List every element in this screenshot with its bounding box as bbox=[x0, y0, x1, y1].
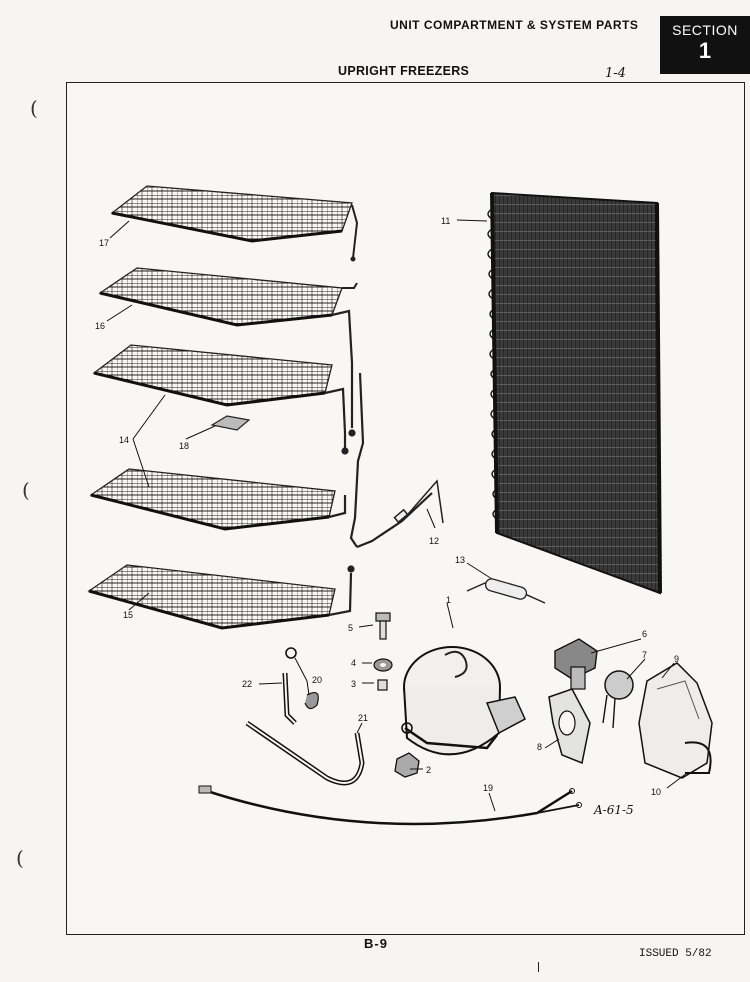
margin-mark-top: ( bbox=[30, 96, 38, 120]
evaporator-shelf-15 bbox=[87, 564, 336, 630]
callout-6: 6 bbox=[642, 629, 647, 639]
callout-21: 21 bbox=[358, 713, 368, 723]
clip-part-18 bbox=[210, 415, 251, 431]
callout-13: 13 bbox=[455, 555, 465, 565]
callout-labels: 17 16 14 18 15 11 12 13 1 5 4 3 2 6 7 9 … bbox=[95, 216, 679, 797]
clamp-20 bbox=[285, 647, 319, 710]
issued-date: ISSUED 5/82 bbox=[639, 948, 712, 960]
cover-clip-10 bbox=[684, 741, 712, 774]
evaporator-shelf-14-lower bbox=[89, 468, 336, 531]
callout-8: 8 bbox=[537, 742, 542, 752]
bolt-5 bbox=[375, 612, 391, 640]
callout-18: 18 bbox=[179, 441, 189, 451]
callout-14: 14 bbox=[119, 435, 129, 445]
callout-19: 19 bbox=[483, 783, 493, 793]
tubing-22 bbox=[282, 672, 297, 725]
terminal-cover-9 bbox=[638, 662, 713, 779]
handwritten-note-top: 1-4 bbox=[605, 66, 626, 81]
callout-9: 9 bbox=[674, 654, 679, 664]
callout-15: 15 bbox=[123, 610, 133, 620]
section-number: 1 bbox=[698, 38, 712, 63]
callout-11: 11 bbox=[441, 216, 450, 226]
overload-protector-7 bbox=[602, 670, 634, 729]
exploded-parts-diagram: 17 16 14 18 15 11 12 13 1 5 4 3 2 6 7 9 … bbox=[87, 185, 713, 826]
callout-22: 22 bbox=[242, 679, 252, 689]
margin-mark-middle: ( bbox=[22, 478, 30, 502]
sleeve-3 bbox=[377, 679, 388, 691]
shelf-connecting-tubing bbox=[324, 309, 433, 617]
nut-2 bbox=[394, 752, 420, 778]
relay-6 bbox=[554, 638, 598, 690]
callout-4: 4 bbox=[351, 658, 356, 668]
page-title: UPRIGHT FREEZERS bbox=[338, 64, 470, 78]
callout-3: 3 bbox=[351, 679, 356, 689]
callout-1: 1 bbox=[446, 595, 451, 605]
callout-7: 7 bbox=[642, 650, 647, 660]
grommet-4 bbox=[373, 658, 393, 672]
callout-20: 20 bbox=[312, 675, 322, 685]
callout-10: 10 bbox=[651, 787, 661, 797]
leader-lines bbox=[106, 219, 688, 812]
evaporator-shelf-16 bbox=[98, 267, 358, 327]
section-badge: SECTION 1 bbox=[660, 16, 750, 74]
compressor-1 bbox=[401, 646, 526, 756]
evaporator-shelf-17 bbox=[110, 185, 359, 262]
callout-16: 16 bbox=[95, 321, 105, 331]
mounting-clip-8 bbox=[548, 688, 591, 765]
condenser-11 bbox=[487, 191, 662, 595]
drier-13 bbox=[466, 578, 546, 604]
page-number: B-9 bbox=[364, 936, 388, 951]
power-cord-19 bbox=[198, 785, 582, 826]
margin-mark-bottom: ( bbox=[16, 846, 24, 870]
callout-12: 12 bbox=[429, 536, 439, 546]
capillary-tube-12 bbox=[393, 479, 444, 524]
handwritten-code: A-61-5 bbox=[593, 803, 634, 817]
section-label: SECTION bbox=[672, 22, 738, 38]
suction-tube-21 bbox=[245, 720, 365, 786]
evaporator-shelf-14-upper bbox=[92, 344, 333, 407]
callout-17: 17 bbox=[99, 238, 109, 248]
callout-5: 5 bbox=[348, 623, 353, 633]
margin-tick-bottom bbox=[538, 962, 539, 972]
callout-2: 2 bbox=[426, 765, 431, 775]
header-category: UNIT COMPARTMENT & SYSTEM PARTS bbox=[390, 18, 639, 32]
